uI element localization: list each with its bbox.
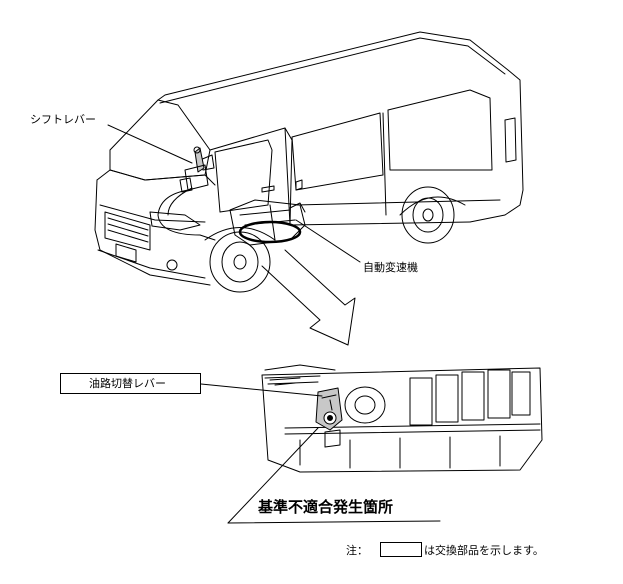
oil-path-switch-lever-box [60,373,201,394]
detail-arrow [261,249,356,346]
shift-lever-leader-line [107,124,193,164]
van-illustration [94,31,524,293]
shift-lever-label: シフトレバー [30,113,96,126]
transmission-highlight-ellipse [238,220,302,244]
oil-path-lever-leader-line [200,383,323,397]
oil-path-switch-lever-label: 油路切替レバー [89,377,166,390]
transmission-illustration [229,199,306,246]
replacement-part-legend-box [380,542,422,557]
transmission-leader-line [295,219,361,263]
nonconformity-underline [227,520,441,524]
note-prefix: 注： [346,544,368,557]
automatic-transmission-label: 自動変速機 [363,261,418,274]
shift-lever-illustration [157,146,216,241]
nonconformity-pointer-line [227,427,319,524]
nonconformity-location-label: 基準不適合発生箇所 [258,498,394,516]
note-text: は交換部品を示します。 [424,544,544,557]
detail-view-illustration [261,364,543,473]
